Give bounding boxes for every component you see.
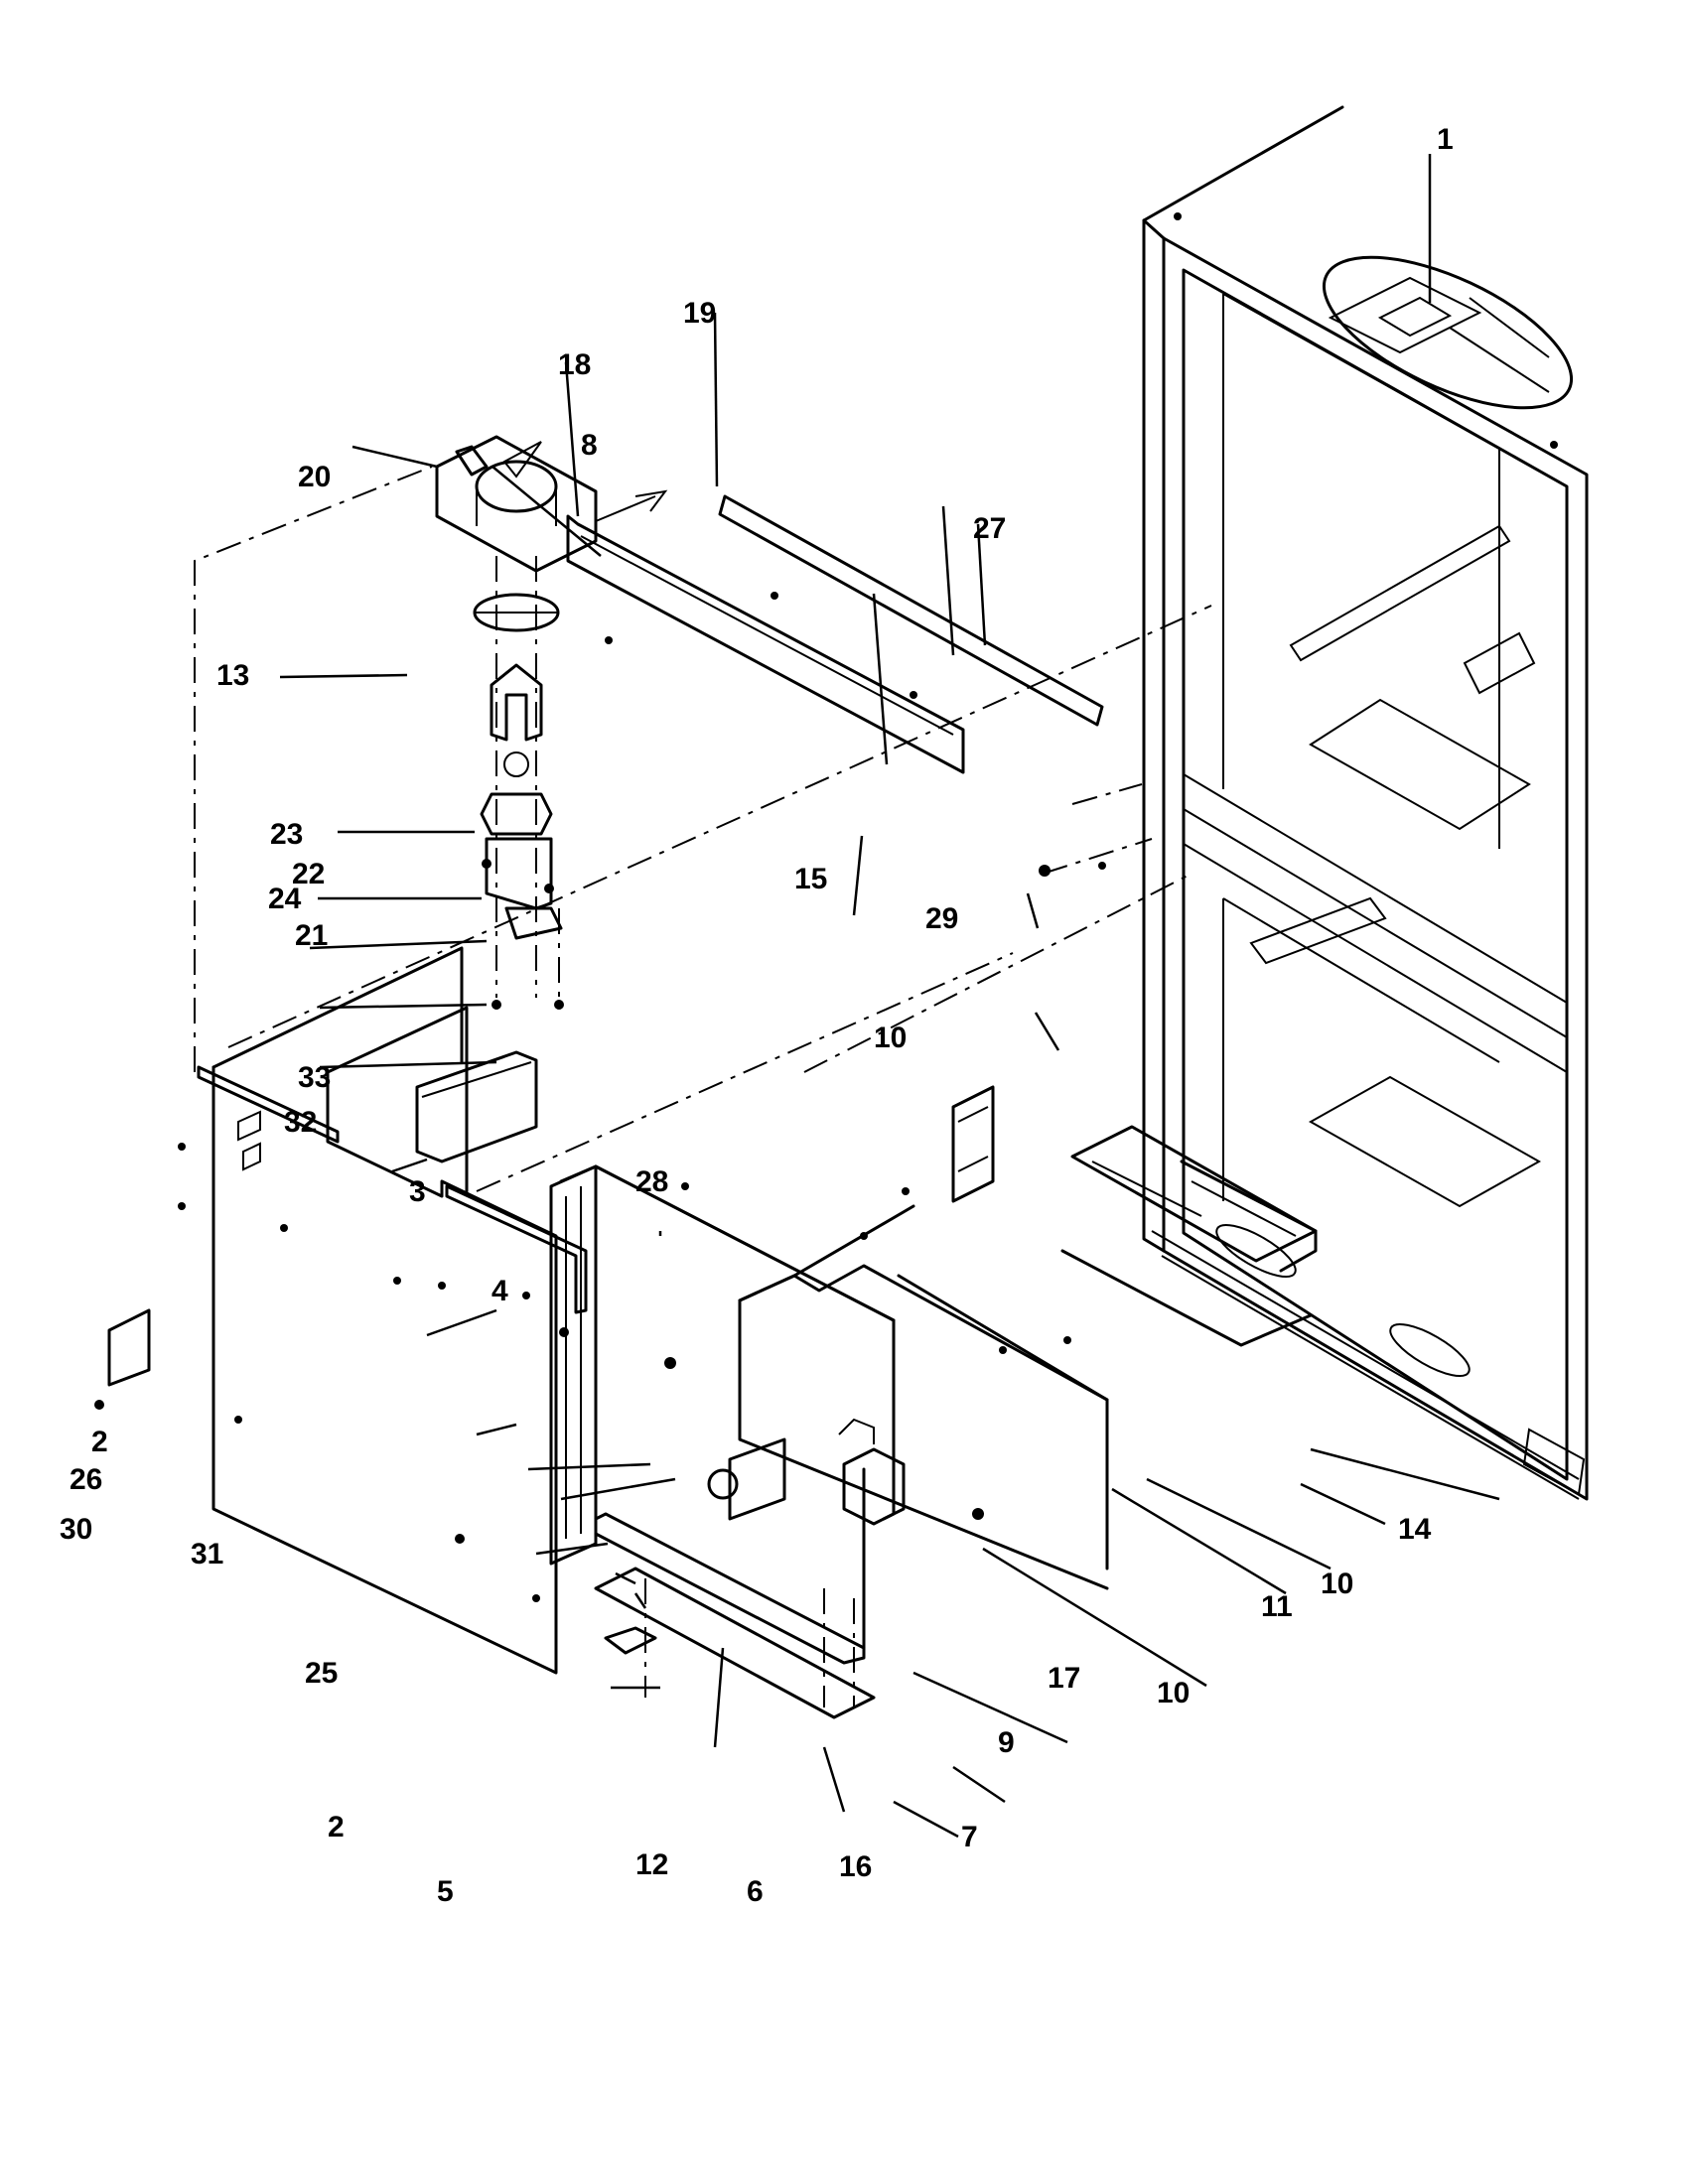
callout-12: 12 <box>635 1848 668 1881</box>
callout-26: 26 <box>70 1463 102 1496</box>
leader-lines <box>279 154 1500 1839</box>
rear-rails <box>566 494 1104 774</box>
callout-16: 16 <box>839 1850 872 1883</box>
callout-10-bottom: 10 <box>1157 1677 1190 1709</box>
callout-30: 30 <box>60 1513 92 1546</box>
callout-7: 7 <box>961 1821 978 1853</box>
fan-assembly <box>435 435 668 1010</box>
callout-14: 14 <box>1398 1513 1432 1546</box>
callout-6: 6 <box>747 1875 764 1908</box>
callout-27: 27 <box>973 512 1006 545</box>
callout-2-bottom: 2 <box>328 1811 345 1843</box>
callout-labels: 1 2 2 3 4 5 6 7 8 9 10 10 10 11 12 13 14… <box>60 123 1454 1908</box>
callout-17: 17 <box>1048 1662 1080 1695</box>
callout-20: 20 <box>298 461 331 493</box>
callout-10-right: 10 <box>1321 1568 1353 1600</box>
callout-24: 24 <box>268 883 302 915</box>
refrigerator-cabinet <box>1142 105 1589 1501</box>
callout-3: 3 <box>409 1175 426 1208</box>
callout-28: 28 <box>635 1165 668 1198</box>
callout-10-top: 10 <box>874 1022 907 1054</box>
callout-1: 1 <box>1437 123 1454 156</box>
callout-29: 29 <box>925 902 958 935</box>
callout-8: 8 <box>581 429 598 462</box>
rear-access-panel <box>94 946 588 1675</box>
machine-compartment <box>664 862 1318 1590</box>
condenser-assembly <box>549 1164 906 1719</box>
callout-19: 19 <box>683 297 716 330</box>
thermostat-detail <box>1322 255 1574 410</box>
callout-21: 21 <box>295 919 328 952</box>
callout-15: 15 <box>794 863 827 895</box>
callout-32: 32 <box>284 1106 317 1139</box>
callout-11: 11 <box>1261 1590 1293 1623</box>
callout-5: 5 <box>437 1875 454 1908</box>
callout-33: 33 <box>298 1061 331 1094</box>
callout-9: 9 <box>998 1726 1015 1759</box>
callout-18: 18 <box>558 348 591 381</box>
callout-22: 22 <box>292 858 325 890</box>
assembly-guides <box>194 466 1212 1192</box>
callout-23: 23 <box>270 818 303 851</box>
callout-31: 31 <box>191 1538 223 1570</box>
callout-13: 13 <box>216 659 249 692</box>
callout-2-left: 2 <box>91 1426 108 1458</box>
callout-4: 4 <box>491 1275 508 1307</box>
callout-25: 25 <box>305 1657 338 1690</box>
